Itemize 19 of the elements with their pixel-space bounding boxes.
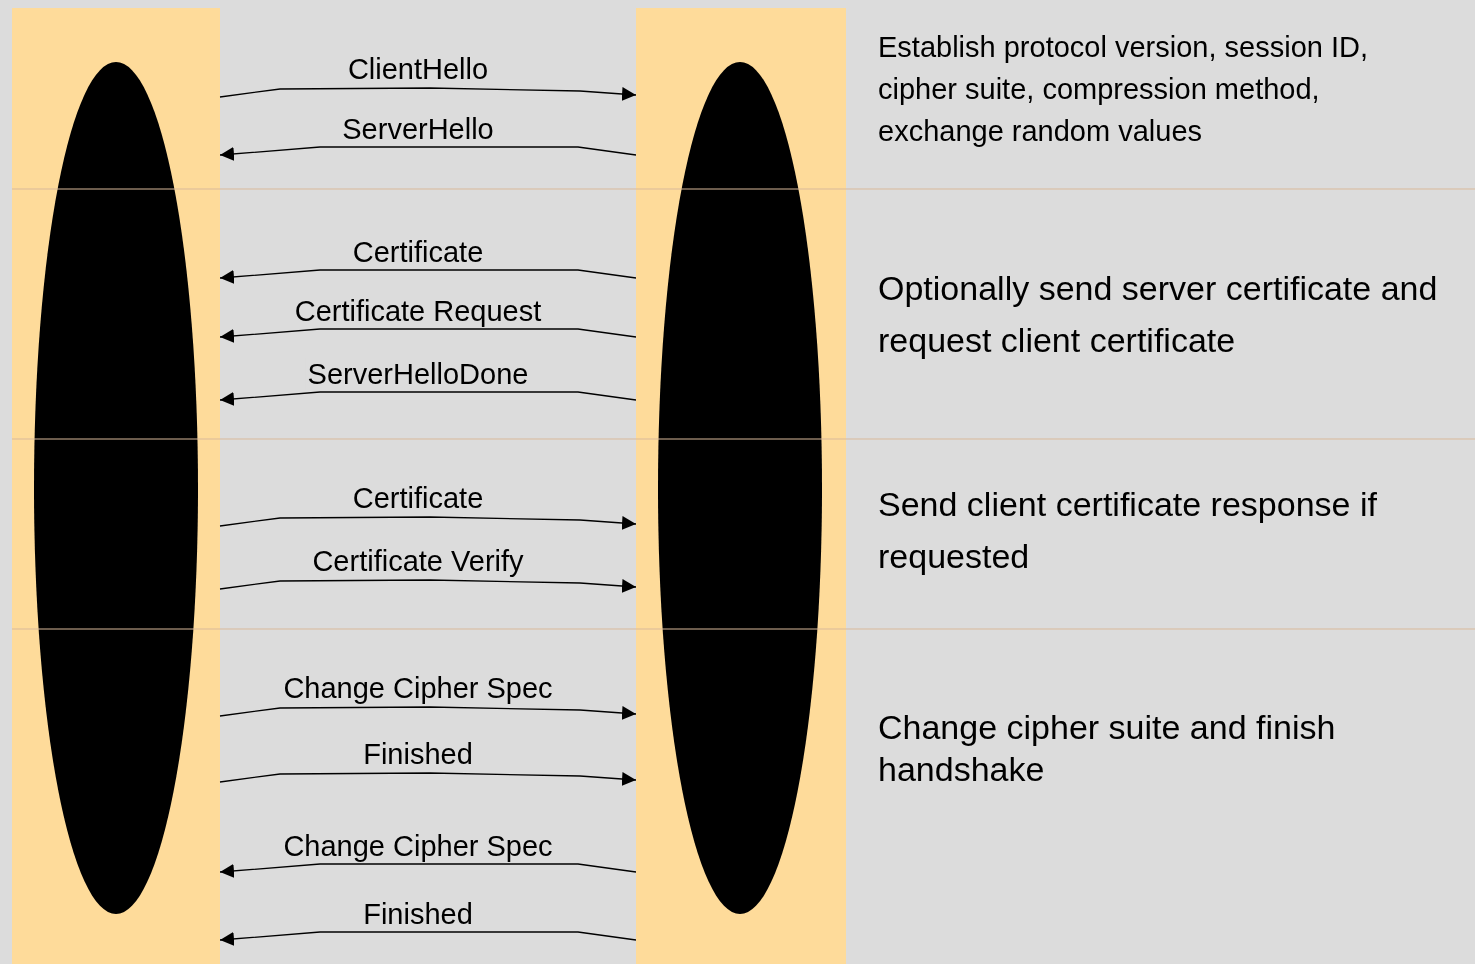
arrow	[219, 772, 637, 786]
arrow	[219, 579, 637, 593]
lane-band	[12, 8, 220, 964]
arrow	[219, 269, 637, 284]
description-text: Optionally send server certificate and request client certificate	[878, 268, 1439, 361]
description-text: Change cipher suite and finish handshake	[878, 707, 1337, 790]
description-text: Establish protocol version, session ID, cipher suite, compression method, exchange random values	[878, 30, 1369, 149]
arrow	[219, 87, 637, 101]
lane-band	[636, 8, 846, 964]
arrow	[219, 391, 637, 406]
ellipse	[658, 62, 822, 914]
arrow	[219, 931, 637, 946]
arrow	[219, 863, 637, 878]
arrow	[219, 146, 637, 161]
arrow	[219, 328, 637, 343]
description-text: Send client certificate response if requested	[878, 484, 1378, 577]
arrow	[219, 706, 637, 720]
ellipse	[34, 62, 198, 914]
arrow	[219, 516, 637, 530]
